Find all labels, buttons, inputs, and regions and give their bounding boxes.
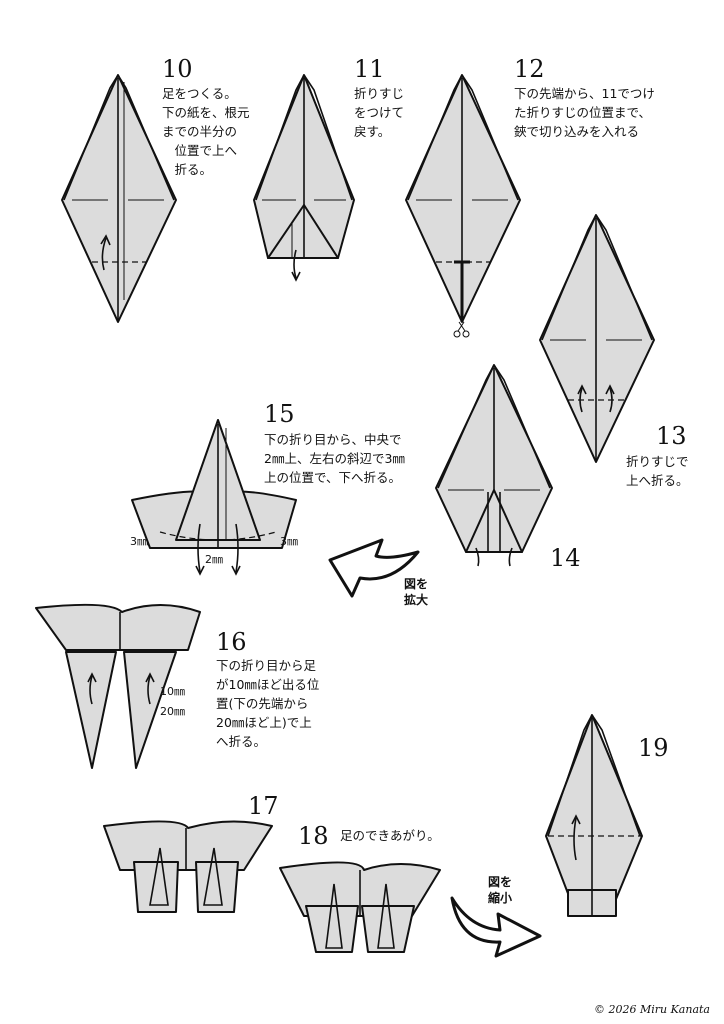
step-15-caption: 下の折り目から、中央で 2㎜上、左右の斜辺で3㎜ 上の位置で、下へ折る。 bbox=[264, 432, 405, 485]
step-11-figure bbox=[253, 74, 355, 282]
step-10-caption: 足をつくる。 下の紙を、根元 までの半分の 位置で上へ 折る。 bbox=[162, 86, 250, 177]
step-15-figure bbox=[131, 419, 297, 576]
step-12-figure bbox=[405, 74, 521, 323]
step-18-figure bbox=[279, 861, 441, 953]
step-18-caption: 足のできあがり。 bbox=[340, 828, 440, 843]
step-16-number: 16 bbox=[216, 628, 247, 656]
step-16-caption: 下の折り目から足 が10㎜ほど出る位 置(下の先端から 20㎜ほど上)で上 へ折… bbox=[216, 658, 320, 749]
step-17-figure bbox=[103, 820, 273, 913]
step-13-number: 13 bbox=[656, 422, 687, 450]
step-16-figure bbox=[35, 603, 201, 769]
step-11-caption: 折りすじ をつけて 戻す。 bbox=[354, 86, 405, 139]
reduce-arrow bbox=[450, 896, 542, 958]
scissors-icon bbox=[453, 321, 470, 338]
step-15-number: 15 bbox=[264, 400, 295, 428]
step-18-number: 18 bbox=[298, 822, 329, 850]
step-13-caption: 折りすじで 上へ折る。 bbox=[626, 454, 689, 488]
step-17-number: 17 bbox=[248, 792, 279, 820]
step-12-number: 12 bbox=[514, 55, 545, 83]
step-14-number: 14 bbox=[550, 544, 581, 572]
step-11-number: 11 bbox=[354, 55, 385, 83]
measure-center: 2㎜ bbox=[205, 553, 223, 566]
measure-lower: 20㎜ bbox=[160, 705, 185, 718]
step-10-number: 10 bbox=[162, 55, 193, 83]
step-19-number: 19 bbox=[638, 734, 669, 762]
reduce-label: 図を 縮小 bbox=[488, 875, 513, 905]
step-10-figure bbox=[61, 74, 177, 323]
enlarge-label: 図を 拡大 bbox=[404, 577, 429, 607]
step-12-caption: 下の先端から、11でつけ た折りすじの位置まで、 鋏で切り込みを入れる bbox=[514, 86, 655, 139]
measure-left: 3㎜ bbox=[130, 535, 148, 548]
step-13-figure bbox=[539, 214, 655, 463]
copyright: © 2026 Miru Kanata bbox=[593, 1003, 710, 1016]
step-19-figure bbox=[545, 714, 643, 917]
enlarge-arrow bbox=[328, 538, 420, 598]
measure-right: 3㎜ bbox=[280, 535, 298, 548]
step-14-figure bbox=[435, 364, 553, 567]
measure-upper: 10㎜ bbox=[160, 685, 185, 698]
